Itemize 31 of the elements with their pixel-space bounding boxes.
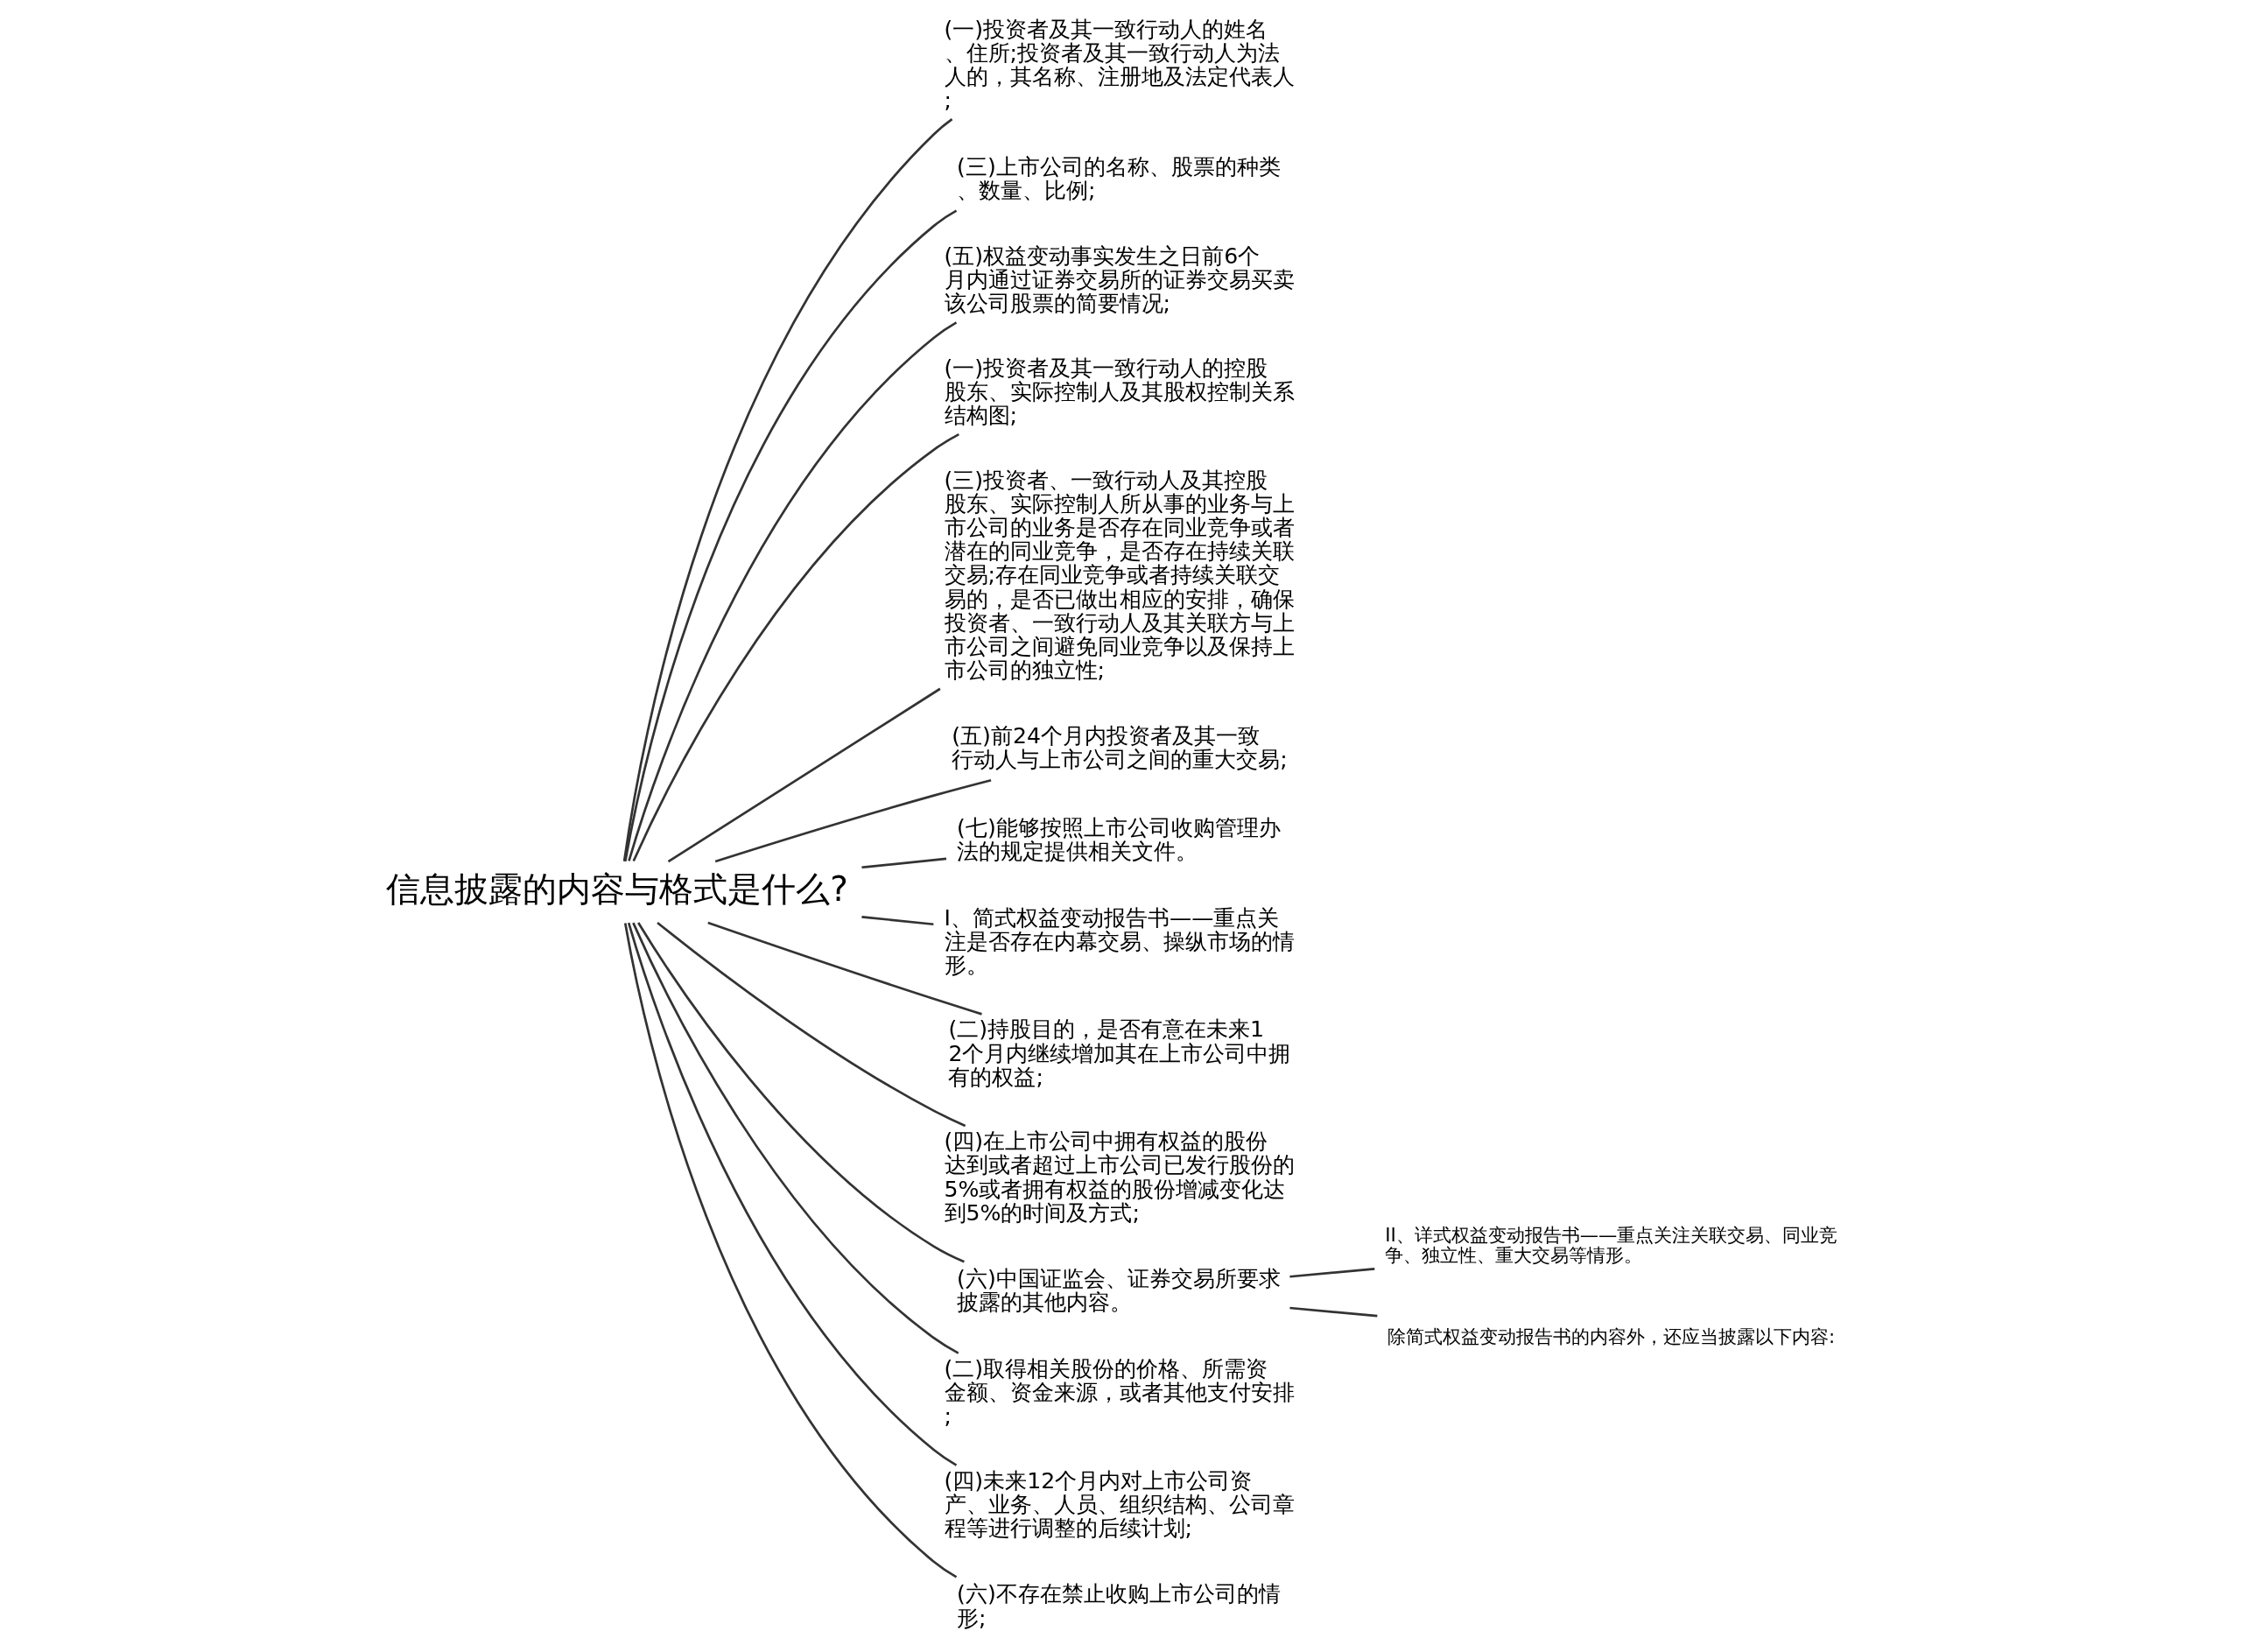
- connector: [1289, 1268, 1375, 1278]
- node-text: (二)取得相关股份的价格、所需资金额、资金来源，或者其他支付安排;: [944, 1355, 1295, 1430]
- connector: [861, 857, 947, 869]
- node-text: (三)上市公司的名称、股票的种类、数量、比例;: [957, 153, 1281, 203]
- node-text: (二)持股目的，是否有意在未来12个月内继续增加其在上市公司中拥有的权益;: [948, 1016, 1291, 1090]
- node-text: II、详式权益变动报告书——重点关注关联交易、同业竞争、独立性、重大交易等情形。: [1385, 1223, 1838, 1266]
- node-text: (七)能够按照上市公司收购管理办法的规定提供相关文件。: [957, 814, 1281, 865]
- connector: [861, 915, 934, 926]
- connector: [657, 921, 966, 1128]
- node-text: (四)在上市公司中拥有权益的股份达到或者超过上市公司已发行股份的5%或者拥有权益的股份增减变化达到5%的时间及方式;: [944, 1128, 1295, 1226]
- node-text: (六)中国证监会、证券交易所要求披露的其他内容。: [957, 1266, 1281, 1316]
- connector: [623, 923, 958, 1578]
- node-text: (一)投资者及其一致行动人的控股股东、实际控制人及其股权控制关系结构图;: [944, 355, 1295, 429]
- connector: [1289, 1306, 1378, 1318]
- node-text: (三)投资者、一致行动人及其控股股东、实际控制人所从事的业务与上市公司的业务是否存在同业竞争或者潜在的同业竞争，是否存在持续关联交易;存在同业竞争或者持续关联交易的，是否已做出相应的安排，确保投资者、一致行动人及其关联方与上市公司之间避免同业竞争以及保持上市公司的独立性;: [944, 467, 1295, 683]
- connector: [627, 922, 958, 1466]
- node-text: (四)未来12个月内对上市公司资产、业务、人员、组织结构、公司章程等进行调整的后续计划;: [944, 1467, 1295, 1541]
- connector: [628, 321, 958, 861]
- connector: [707, 921, 982, 1016]
- connector: [667, 687, 941, 863]
- node-text: (一)投资者及其一致行动人的姓名、住所;投资者及其一致行动人为法人的，其名称、注册地及法定代表人;: [944, 16, 1295, 114]
- connector: [637, 922, 965, 1263]
- node-text: (五)前24个月内投资者及其一致行动人与上市公司之间的重大交易;: [952, 723, 1288, 773]
- node-text: 信息披露的内容与格式是什么?: [386, 868, 848, 909]
- connector: [714, 778, 992, 863]
- connector: [632, 922, 959, 1354]
- connector: [632, 432, 959, 862]
- node-text: 除简式权益变动报告书的内容外，还应当披露以下内容:: [1387, 1325, 1836, 1347]
- node-text: I、简式权益变动报告书——重点关注是否存在内幕交易、操纵市场的情形。: [944, 904, 1295, 978]
- node-text: (六)不存在禁止收购上市公司的情形;: [957, 1581, 1281, 1631]
- node-text: (五)权益变动事实发生之日前6个月内通过证券交易所的证券交易买卖该公司股票的简要情况;: [944, 243, 1295, 317]
